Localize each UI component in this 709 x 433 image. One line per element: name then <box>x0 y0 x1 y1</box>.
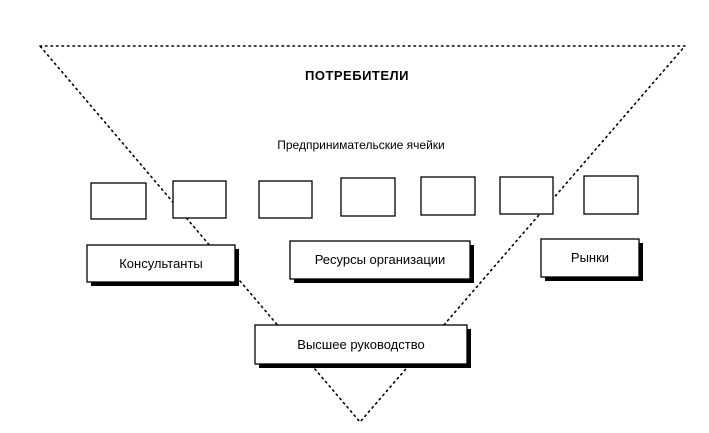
consultants-box: Консультанты <box>86 244 239 286</box>
entrepreneurial-cell <box>499 176 554 215</box>
organization-resources-label: Ресурсы организации <box>315 252 446 267</box>
markets-box: Рынки <box>540 238 643 281</box>
entrepreneurial-cell <box>90 182 147 220</box>
top-management-box: Высшее руководство <box>254 324 471 368</box>
entrepreneurial-cell <box>172 180 227 219</box>
entrepreneurial-cell <box>340 177 396 217</box>
entrepreneurial-cells <box>90 175 639 220</box>
consumers-title: ПОТРЕБИТЕЛИ <box>305 68 409 83</box>
markets-label: Рынки <box>571 250 609 265</box>
entrepreneurial-cells-label: Предпринимательские ячейки <box>277 138 445 152</box>
top-management-label: Высшее руководство <box>297 337 424 352</box>
consultants-label: Консультанты <box>119 256 203 271</box>
organization-resources-box: Ресурсы организации <box>289 240 474 283</box>
entrepreneurial-cell <box>258 180 313 219</box>
entrepreneurial-cell <box>420 176 476 216</box>
entrepreneurial-cell <box>583 175 639 215</box>
